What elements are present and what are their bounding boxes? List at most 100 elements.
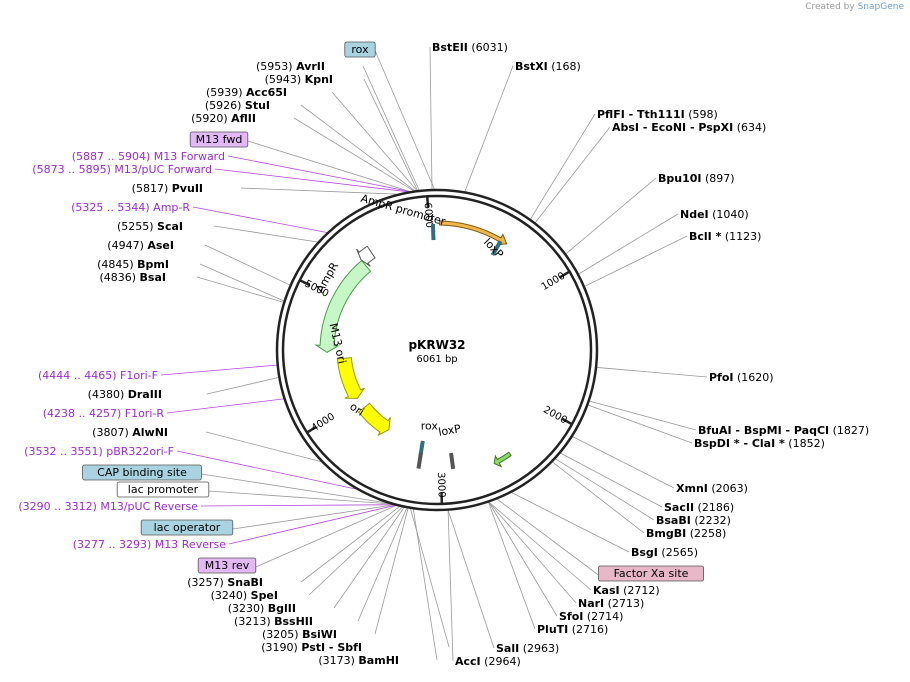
- enzyme-site-label: (5817) PvuII: [132, 182, 203, 195]
- leader-line: [199, 263, 284, 302]
- enzyme-site-label: NarI (2713): [578, 597, 644, 610]
- enzyme-name: PvuII: [172, 182, 203, 195]
- enzyme-site-label: (4845) BpmI: [97, 258, 169, 271]
- leader-line: [200, 504, 393, 507]
- enzyme-site-label: (5920) AflII: [191, 112, 256, 125]
- enzyme-site-label: (5255) ScaI: [117, 220, 183, 233]
- plasmid-name: pKRW32: [408, 338, 465, 352]
- enzyme-position: (2258): [686, 527, 726, 540]
- enzyme-name: XmnI: [676, 482, 708, 495]
- leader-line: [488, 502, 577, 604]
- leader-line: [535, 126, 611, 223]
- enzyme-name: BclI *: [689, 230, 722, 243]
- enzyme-position: (2963): [519, 642, 559, 655]
- backbone-inner: [281, 194, 593, 506]
- enzyme-site-label: SalI (2963): [496, 642, 559, 655]
- leader-line: [511, 492, 630, 553]
- enzyme-name: KpnI: [305, 73, 333, 86]
- leader-line: [213, 225, 318, 243]
- leader-line: [204, 244, 290, 286]
- enzyme-name: BglII: [268, 602, 296, 615]
- enzyme-site-label: (3230) BglII: [228, 602, 296, 615]
- leader-line: [429, 46, 433, 190]
- enzyme-position: (2232): [691, 514, 731, 527]
- enzyme-position: (5920): [191, 112, 231, 125]
- enzyme-site-label: SacII (2186): [664, 501, 734, 514]
- leader-line: [584, 235, 688, 287]
- enzyme-name: KasI: [593, 584, 620, 597]
- enzyme-position: (897): [702, 172, 735, 185]
- enzyme-position: (3190): [261, 641, 301, 654]
- enzyme-site-label: Bpu10I (897): [658, 172, 735, 185]
- leader-line: [176, 450, 356, 490]
- feature-box-text: rox: [351, 43, 369, 56]
- leader-line: [363, 78, 418, 191]
- enzyme-position: (3173): [318, 654, 358, 667]
- enzyme-position: (1827): [829, 424, 869, 437]
- leader-line: [214, 168, 408, 193]
- label-leader-lines: [160, 46, 708, 662]
- primer-label: (3277 .. 3293) M13 Reverse: [73, 538, 226, 551]
- leader-line: [447, 510, 495, 649]
- enzyme-site-label: NdeI (1040): [680, 208, 749, 221]
- scale-tick-label: 6000: [422, 202, 435, 228]
- enzyme-name: BsaBI: [656, 514, 691, 527]
- leader-line: [565, 177, 657, 255]
- enzyme-position: (2712): [620, 584, 660, 597]
- leader-line: [166, 398, 284, 414]
- enzyme-name: AccI: [455, 655, 481, 668]
- enzyme-site-label: (5943) KpnI: [265, 73, 333, 86]
- enzyme-site-label: PflFI - Tth111I (598): [597, 108, 718, 121]
- feature-arrow-green: [493, 451, 512, 468]
- enzyme-name: BsaI: [140, 271, 166, 284]
- enzyme-site-label: (3173) BamHI: [318, 654, 399, 667]
- enzyme-name: SalI: [496, 642, 519, 655]
- enzyme-position: (4947): [107, 239, 147, 252]
- feature-arrow-ampr: [314, 259, 372, 353]
- enzyme-site-label: (5953) AvrII: [256, 60, 325, 73]
- enzyme-name: BspDI * - ClaI *: [694, 437, 785, 450]
- enzyme-name: BssHII: [274, 615, 313, 628]
- enzyme-position: (5926): [205, 99, 245, 112]
- enzyme-name: AvrII: [296, 60, 325, 73]
- enzyme-position: (5953): [256, 60, 296, 73]
- enzyme-site-label: BmgBI (2258): [646, 527, 726, 540]
- enzyme-site-label: (5926) StuI: [205, 99, 270, 112]
- enzyme-site-label: (3257) SnaBI: [187, 576, 263, 589]
- leader-line: [488, 502, 592, 591]
- leader-line: [357, 507, 408, 622]
- enzyme-site-label: (3213) BssHII: [234, 615, 313, 628]
- enzyme-name: SfoI: [559, 610, 583, 623]
- scale-tick-label: 3000: [435, 472, 447, 498]
- leader-line: [374, 508, 409, 635]
- leader-line: [333, 507, 405, 609]
- feature-label-box: [140, 519, 234, 536]
- leader-line: [300, 104, 415, 191]
- enzyme-position: (2713): [604, 597, 644, 610]
- enzyme-name: BamHI: [358, 654, 399, 667]
- credit-prefix: Created by: [805, 2, 855, 12]
- enzyme-site-label: (4380) DraIII: [88, 388, 162, 401]
- enzyme-name: AseI: [147, 239, 174, 252]
- leader-line: [232, 504, 394, 530]
- enzyme-position: (4380): [88, 388, 128, 401]
- leader-line: [300, 506, 400, 583]
- leader-line: [331, 91, 417, 191]
- feature-arrow-ampr-promoter: [356, 245, 376, 267]
- site-labels: BstEII (6031)BstXI (168)PflFI - Tth111I …: [18, 41, 869, 668]
- scale-tick-label: 4000: [310, 411, 337, 434]
- enzyme-position: (4845): [97, 258, 137, 271]
- feature-box-text: M13 fwd: [196, 133, 243, 146]
- enzyme-name: Acc65I: [246, 86, 287, 99]
- enzyme-name: PflFI - Tth111I: [597, 108, 685, 121]
- enzyme-name: AflII: [231, 112, 256, 125]
- enzyme-position: (3240): [211, 589, 251, 602]
- feature-box-text: Factor Xa site: [614, 567, 689, 580]
- feature-label: rox: [421, 420, 439, 433]
- enzyme-site-label: BspDI * - ClaI * (1852): [694, 437, 825, 450]
- enzyme-site-label: BsgI (2565): [631, 546, 698, 559]
- scale-tick: [561, 417, 572, 425]
- enzyme-name: NdeI: [680, 208, 709, 221]
- enzyme-site-label: XmnI (2063): [676, 482, 748, 495]
- enzyme-site-label: (4836) BsaI: [99, 271, 166, 284]
